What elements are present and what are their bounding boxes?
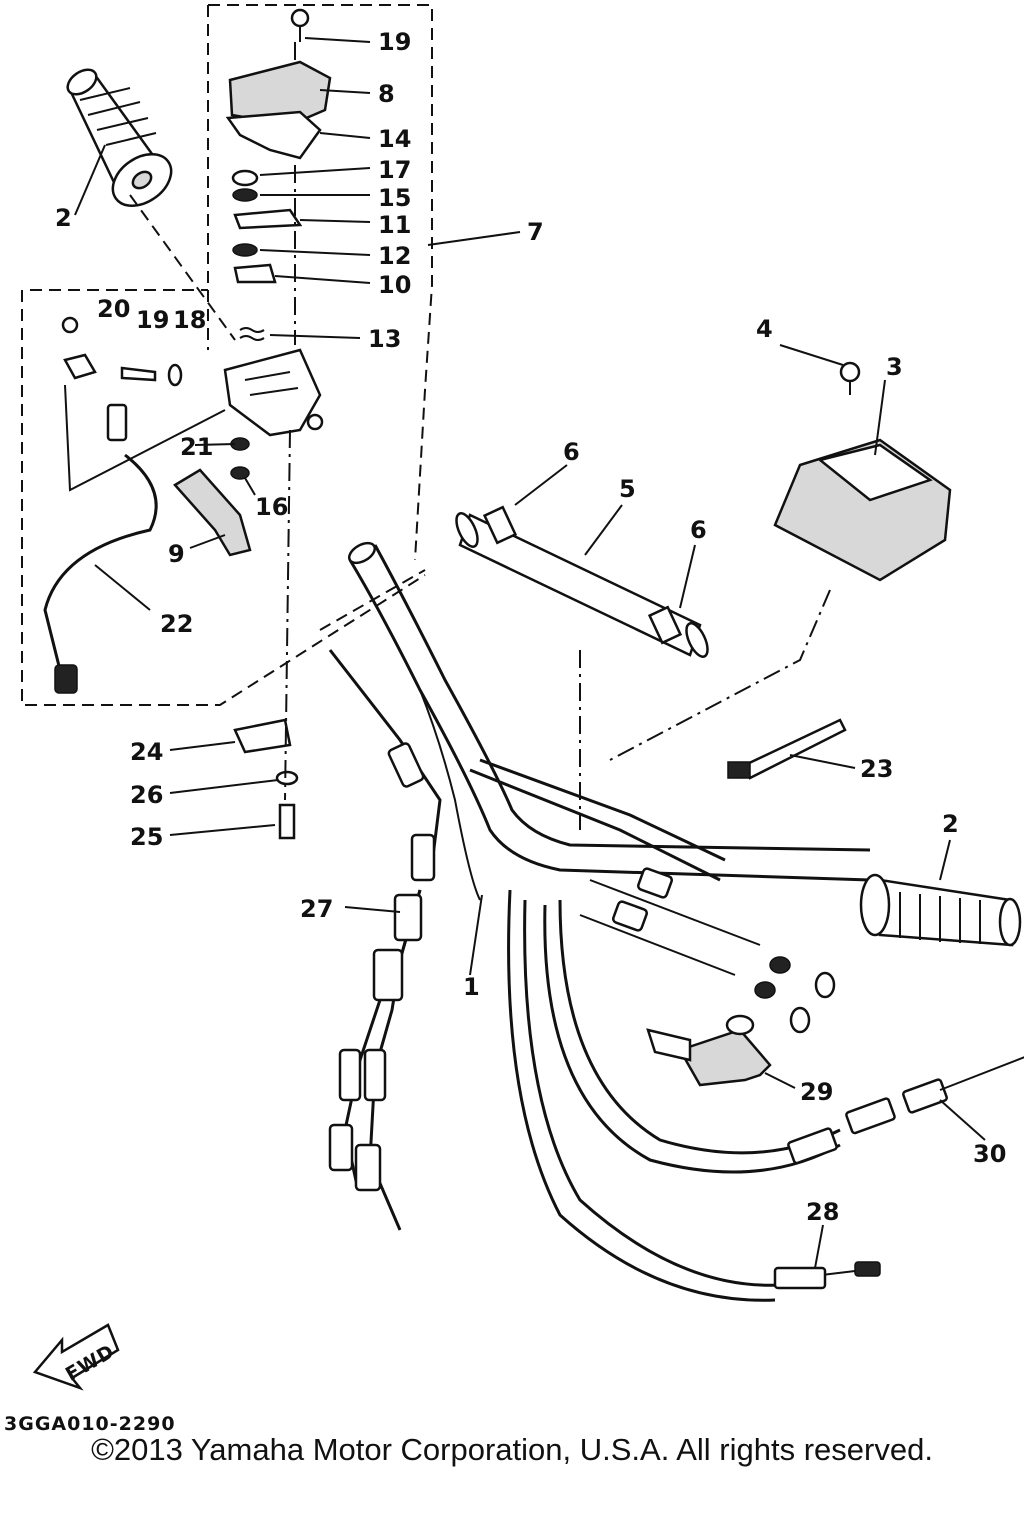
callout-15: 15	[378, 184, 411, 212]
throttle-cable	[328, 649, 442, 1231]
callout-13: 13	[368, 325, 401, 353]
callout-30: 30	[973, 1140, 1006, 1168]
fwd-arrow-icon: FWD	[32, 1323, 120, 1391]
throttle-tube	[455, 505, 709, 830]
callout-17: 17	[378, 156, 411, 184]
grip-left	[66, 68, 173, 207]
callout-6-left: 6	[563, 438, 580, 466]
callout-2-right: 2	[942, 810, 959, 838]
callout-9: 9	[168, 540, 185, 568]
callout-16: 16	[255, 493, 288, 521]
copyright-notice: ©2013 Yamaha Motor Corporation, U.S.A. A…	[91, 1432, 933, 1467]
control-cables	[507, 867, 1024, 1302]
callout-4: 4	[756, 315, 773, 343]
callout-14: 14	[378, 125, 411, 153]
callout-12: 12	[378, 242, 411, 270]
callout-29: 29	[800, 1078, 833, 1106]
callout-23: 23	[860, 755, 893, 783]
throttle-assembly	[43, 8, 332, 840]
assembly-box-throttle	[21, 4, 433, 706]
callout-3: 3	[886, 353, 903, 381]
switch-housing	[609, 361, 952, 761]
callout-11: 11	[378, 211, 411, 239]
callout-19-top: 19	[378, 28, 411, 56]
cable-tie	[727, 718, 847, 780]
diagram-code: 3GGA010-2290	[4, 1413, 176, 1435]
callout-5: 5	[619, 475, 636, 503]
callout-22: 22	[160, 610, 193, 638]
grip-right	[859, 873, 1022, 947]
callout-8: 8	[378, 80, 395, 108]
leader-lines	[74, 37, 986, 1269]
callout-2-left: 2	[55, 204, 72, 232]
callout-28: 28	[806, 1198, 839, 1226]
callout-6-right: 6	[690, 516, 707, 544]
callout-21: 21	[180, 433, 213, 461]
callout-24: 24	[130, 738, 163, 766]
callout-26: 26	[130, 781, 163, 809]
callout-1: 1	[463, 973, 480, 1001]
callout-10: 10	[378, 271, 411, 299]
callout-19-left: 19	[136, 306, 169, 334]
callout-27: 27	[300, 895, 333, 923]
callout-20: 20	[97, 295, 130, 323]
callout-18: 18	[173, 306, 206, 334]
callout-25: 25	[130, 823, 163, 851]
callout-7: 7	[527, 218, 544, 246]
handlebar	[347, 541, 871, 901]
callout-labels: 19 8 14 17 15 11 12 10 7 13 2 20 19 18 2…	[55, 28, 1006, 1226]
